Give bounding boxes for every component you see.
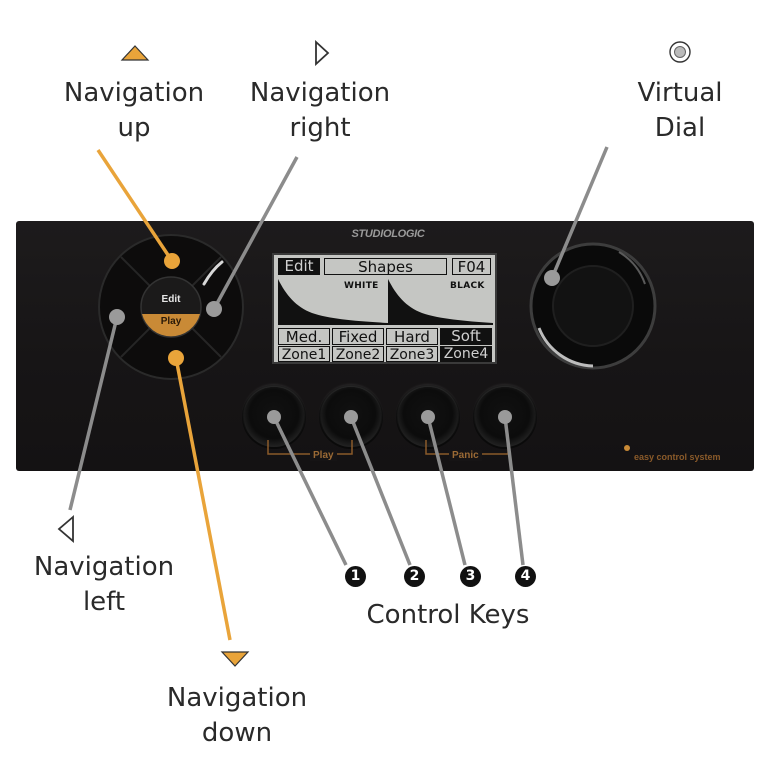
lcd-option-1: Med.: [278, 328, 330, 345]
dial-ring-icon: [669, 41, 691, 63]
lcd-black-label: BLACK: [450, 281, 485, 291]
lcd-screen: Edit Shapes F04 WHITE BLACK Med. Fixed H…: [272, 253, 497, 364]
brand-logo: STUDIOLOGIC: [351, 228, 425, 240]
label-line: Navigation: [166, 683, 308, 713]
easy-control-logo-mark: [624, 445, 630, 451]
play-button-label[interactable]: Play: [160, 316, 182, 327]
virtual-dial[interactable]: [523, 236, 663, 376]
lcd-curve-black: [388, 279, 493, 325]
lcd-zone-1: Zone1: [278, 346, 330, 363]
triangle-right-icon: [315, 40, 330, 66]
label-line: Virtual: [637, 78, 723, 108]
lcd-option-3: Hard: [386, 328, 438, 345]
navigation-pad[interactable]: [96, 232, 246, 382]
triangle-up-icon: [120, 45, 150, 61]
triangle-down-icon: [220, 651, 250, 667]
lcd-code: F04: [452, 258, 491, 275]
lcd-option-4: Soft: [440, 328, 492, 345]
easy-control-logo: easy control system: [634, 452, 721, 462]
control-key-number-2: 2: [404, 566, 425, 587]
lcd-zone-3: Zone3: [386, 346, 438, 363]
label-line: left: [82, 587, 126, 617]
label-line: up: [117, 113, 151, 143]
navigation-right-label: Navigation right: [238, 76, 402, 146]
edit-button-label[interactable]: Edit: [161, 294, 181, 305]
label-line: down: [201, 718, 273, 748]
lcd-zone-2: Zone2: [332, 346, 384, 363]
lcd-option-2: Fixed: [332, 328, 384, 345]
triangle-left-icon: [57, 515, 74, 543]
play-group-label: Play: [310, 450, 337, 461]
lcd-mode: Edit: [278, 258, 320, 275]
label-line: Navigation: [249, 78, 391, 108]
navigation-up-label: Navigation up: [52, 76, 216, 146]
control-key-number-1: 1: [345, 566, 366, 587]
lcd-zone-4: Zone4: [440, 346, 492, 362]
label-line: right: [289, 113, 351, 143]
virtual-dial-label: Virtual Dial: [620, 76, 740, 146]
label-line: Dial: [654, 113, 706, 143]
panic-group-label: Panic: [449, 450, 482, 461]
control-keys-label: Control Keys: [366, 600, 530, 630]
lcd-title: Shapes: [324, 258, 447, 275]
navigation-down-label: Navigation down: [155, 681, 319, 751]
control-key-number-3: 3: [460, 566, 481, 587]
control-key-number-4: 4: [515, 566, 536, 587]
label-line: Navigation: [33, 552, 175, 582]
lcd-white-label: WHITE: [344, 281, 379, 291]
navigation-left-label: Navigation left: [22, 550, 186, 620]
label-line: Navigation: [63, 78, 205, 108]
lcd-curve-white: [278, 279, 388, 325]
